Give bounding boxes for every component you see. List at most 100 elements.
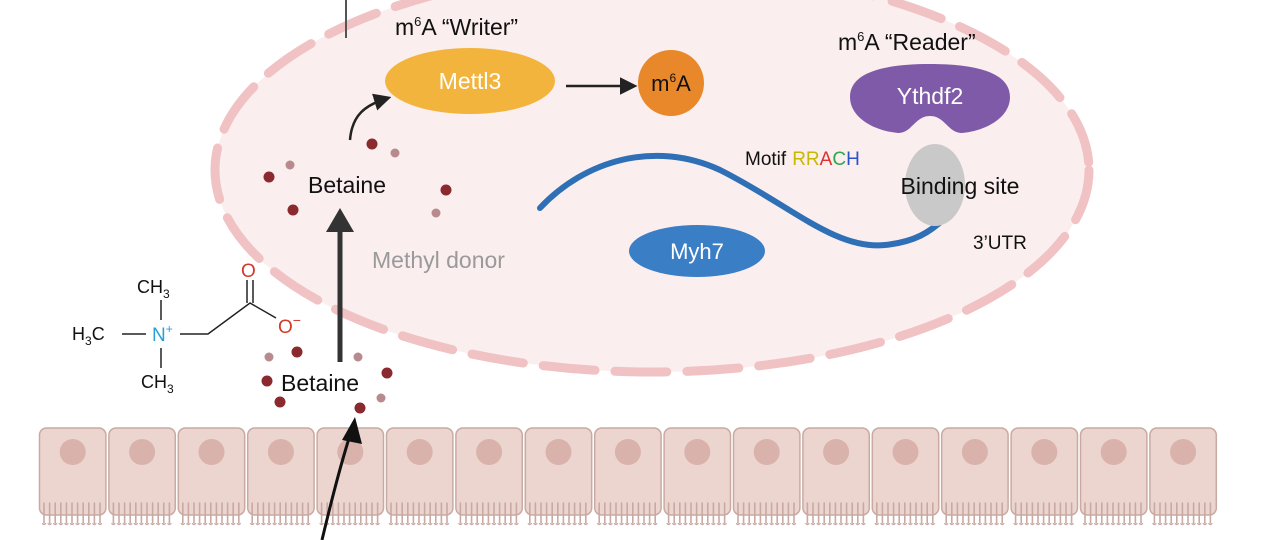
methyl-donor-label: Methyl donor — [372, 247, 505, 273]
microvilli-tips — [1082, 522, 1144, 526]
binding-site — [905, 144, 965, 226]
microvilli — [43, 502, 101, 524]
m6a-mark — [638, 50, 704, 116]
betaine-dot — [440, 184, 452, 196]
epithelial-cell — [1149, 427, 1218, 526]
epithelial-cell — [524, 427, 593, 526]
epithelial-cell-nucleus — [476, 439, 503, 465]
ch3-bottom: CH3 — [141, 372, 174, 396]
betaine-dot — [366, 138, 378, 150]
myh7-mrna-strand — [537, 152, 948, 249]
ythdf2-label: Ythdf2 — [897, 83, 964, 109]
microvilli — [1014, 502, 1073, 524]
epithelial-cell-nucleus — [961, 439, 988, 465]
ch3-top: CH3 — [137, 277, 170, 301]
epithelial-cell-nucleus — [545, 439, 572, 465]
betaine-dot — [291, 346, 303, 358]
betaine-dot — [353, 352, 363, 362]
microvilli — [390, 502, 448, 524]
betaine-cell-molecules — [263, 138, 452, 218]
epithelial-cell-nucleus — [684, 439, 711, 465]
epithelial-cell — [1010, 427, 1079, 526]
betaine-dot — [287, 204, 299, 216]
epithelial-cell — [108, 427, 177, 526]
h3c-group: H3C — [72, 324, 105, 348]
oxygen-carboxylate: O− — [278, 312, 301, 338]
epithelial-cell — [802, 427, 871, 526]
betaine-structure: CH3 H3C N+ CH3 O O− — [72, 261, 301, 396]
microvilli — [459, 502, 518, 524]
betaine-gut-molecules — [261, 346, 393, 414]
epithelial-cell-nucleus — [406, 439, 433, 465]
epithelial-cell — [1079, 427, 1148, 526]
microvilli-tips — [735, 522, 797, 526]
betaine-dot — [264, 352, 274, 362]
absorption-arrow-head — [342, 417, 362, 444]
betaine-dot — [376, 393, 386, 403]
epithelial-cell-nucleus — [1100, 439, 1127, 465]
binding-site-label: Binding site — [901, 173, 1020, 199]
betaine-dot — [381, 367, 393, 379]
mettl3-protein — [385, 48, 555, 114]
microvilli — [667, 502, 726, 524]
betaine-dot — [390, 148, 400, 158]
epithelial-cell — [663, 427, 732, 526]
microvilli-tips — [597, 522, 658, 526]
epithelial-cell-nucleus — [823, 439, 850, 465]
bond-chain — [180, 302, 277, 335]
epithelial-cell — [593, 427, 662, 526]
microvilli-tips — [1152, 522, 1213, 526]
epithelial-cell — [177, 427, 246, 526]
microvilli-tips — [805, 522, 866, 526]
betaine-dot — [263, 171, 275, 183]
epithelial-cell — [316, 427, 385, 526]
epithelial-cell-nucleus — [59, 439, 86, 465]
m6a-label: m6A — [651, 71, 691, 96]
betaine-dot — [261, 375, 273, 387]
epithelial-cell-nucleus — [1031, 439, 1058, 465]
microvilli-tips — [180, 522, 241, 526]
betaine-to-writer-arrow — [348, 93, 392, 141]
epithelial-cell — [871, 427, 940, 526]
epithelial-cell — [455, 427, 524, 526]
oxygen-carbonyl: O — [241, 261, 256, 282]
microvilli — [806, 502, 865, 524]
microvilli — [737, 502, 795, 524]
microvilli-tips — [666, 522, 727, 526]
microvilli — [251, 502, 309, 524]
microvilli-tips — [250, 522, 311, 526]
ythdf2-protein — [850, 64, 1010, 133]
epithelial-cell-nucleus — [1170, 439, 1197, 465]
microvilli-tips — [944, 522, 1005, 526]
nitrogen-atom: N+ — [152, 322, 173, 346]
microvilli-tips — [874, 522, 935, 526]
epithelial-cell-nucleus — [267, 439, 294, 465]
epithelial-cell-nucleus — [614, 439, 641, 465]
myh7-protein — [629, 225, 765, 277]
epithelial-cell-nucleus — [129, 439, 156, 465]
epithelial-cell — [732, 427, 801, 526]
mettl3-label: Mettl3 — [439, 68, 502, 94]
microvilli-tips — [41, 522, 103, 526]
microvilli — [529, 502, 587, 524]
betaine-gut-label: Betaine — [281, 370, 359, 396]
absorption-arrow — [320, 431, 353, 540]
epithelial-cell — [38, 427, 107, 526]
writer-title: m6A “Writer” — [395, 14, 518, 40]
microvilli — [598, 502, 656, 524]
microvilli — [876, 502, 934, 524]
microvilli — [182, 502, 240, 524]
betaine-dot — [274, 396, 286, 408]
betaine-dot — [285, 160, 295, 170]
epithelial-cell-nucleus — [892, 439, 919, 465]
utr-label: 3’UTR — [973, 233, 1027, 254]
betaine-cell-label: Betaine — [308, 172, 386, 198]
epithelial-cell-nucleus — [198, 439, 225, 465]
intestinal-epithelium — [38, 427, 1218, 526]
nucleus-envelope — [210, 0, 1094, 377]
epithelial-cell — [385, 427, 454, 526]
microvilli-tips — [527, 522, 588, 526]
microvilli-tips — [388, 522, 450, 526]
